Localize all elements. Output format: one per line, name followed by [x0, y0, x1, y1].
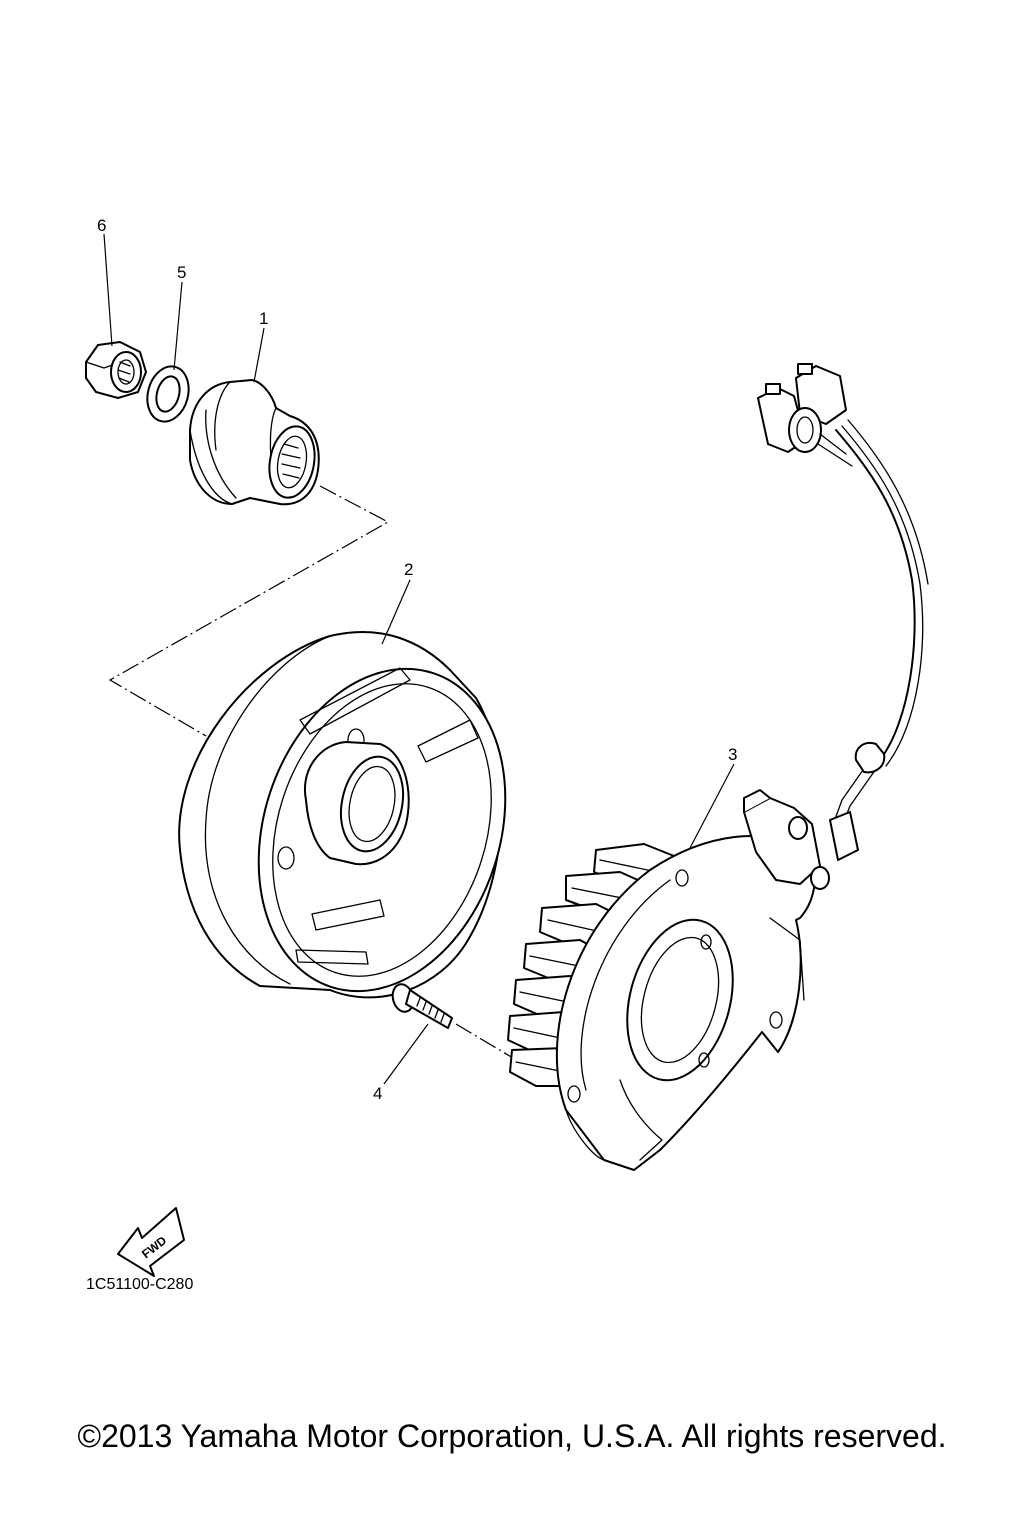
part-3-stator[interactable] — [507, 363, 929, 1171]
callout-1: 1 — [259, 309, 268, 328]
part-4-bolt[interactable] — [390, 982, 453, 1029]
part-1-collar[interactable] — [189, 379, 320, 506]
callout-3: 3 — [728, 745, 737, 764]
part-5-washer[interactable] — [141, 362, 194, 426]
diagram-code: 1C51100-C280 — [86, 1276, 193, 1293]
fwd-arrow-icon: FWD — [117, 1207, 185, 1277]
callout-4: 4 — [373, 1084, 382, 1103]
assembly-centerline-1-2 — [108, 485, 390, 737]
callout-5: 5 — [177, 263, 186, 282]
leader-lines — [103, 233, 735, 1085]
part-2-rotor[interactable] — [178, 631, 545, 1023]
copyright-notice: ©2013 Yamaha Motor Corporation, U.S.A. A… — [77, 1418, 947, 1454]
callout-6: 6 — [97, 216, 106, 235]
part-6-nut[interactable] — [85, 341, 147, 399]
callout-2: 2 — [404, 560, 413, 579]
